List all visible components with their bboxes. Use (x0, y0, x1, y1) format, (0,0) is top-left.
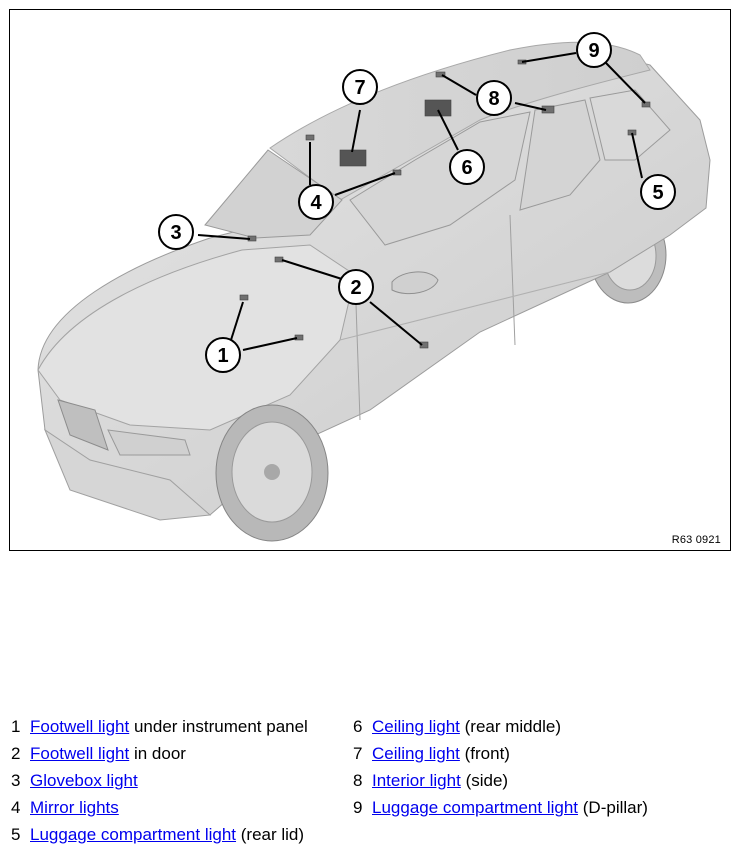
callout-5: 5 (640, 174, 676, 210)
callout-2: 2 (338, 269, 374, 305)
footwell-light-link[interactable]: Footwell light (30, 717, 130, 736)
luggage-light-d-pillar-link[interactable]: Luggage compartment light (372, 798, 579, 817)
mirror-lights-link[interactable]: Mirror lights (30, 798, 119, 817)
svg-text:8: 8 (488, 88, 499, 110)
svg-text:5: 5 (652, 182, 663, 204)
glovebox-light-link[interactable]: Glovebox light (30, 771, 138, 790)
svg-text:1: 1 (217, 345, 228, 367)
leader-lines (197, 52, 646, 351)
svg-text:9: 9 (588, 40, 599, 62)
callout-6: 6 (449, 149, 485, 185)
ceiling-light-rear-link[interactable]: Ceiling light (372, 717, 460, 736)
callout-9: 9 (576, 32, 612, 68)
callout-3: 3 (158, 214, 194, 250)
svg-text:2: 2 (350, 277, 361, 299)
light-components (239, 59, 651, 349)
callout-8: 8 (476, 80, 512, 116)
svg-text:3: 3 (170, 222, 181, 244)
svg-text:6: 6 (461, 157, 472, 179)
luggage-light-rear-lid-link[interactable]: Luggage compartment light (30, 825, 237, 844)
svg-text:4: 4 (310, 192, 322, 214)
interior-light-link[interactable]: Interior light (372, 771, 461, 790)
callout-1: 1 (205, 337, 241, 373)
figure-code: R63 0921 (671, 534, 721, 546)
footwell-light-door-link[interactable]: Footwell light (30, 744, 130, 763)
callout-7: 7 (342, 69, 378, 105)
svg-text:7: 7 (354, 77, 365, 99)
ceiling-light-front-link[interactable]: Ceiling light (372, 744, 460, 763)
callouts: 1 2 3 4 5 6 7 (158, 32, 676, 373)
callout-4: 4 (298, 184, 334, 220)
car-diagram-figure: 1 2 3 4 5 6 7 (9, 9, 731, 551)
car-illustration: 1 2 3 4 5 6 7 (37, 32, 711, 542)
